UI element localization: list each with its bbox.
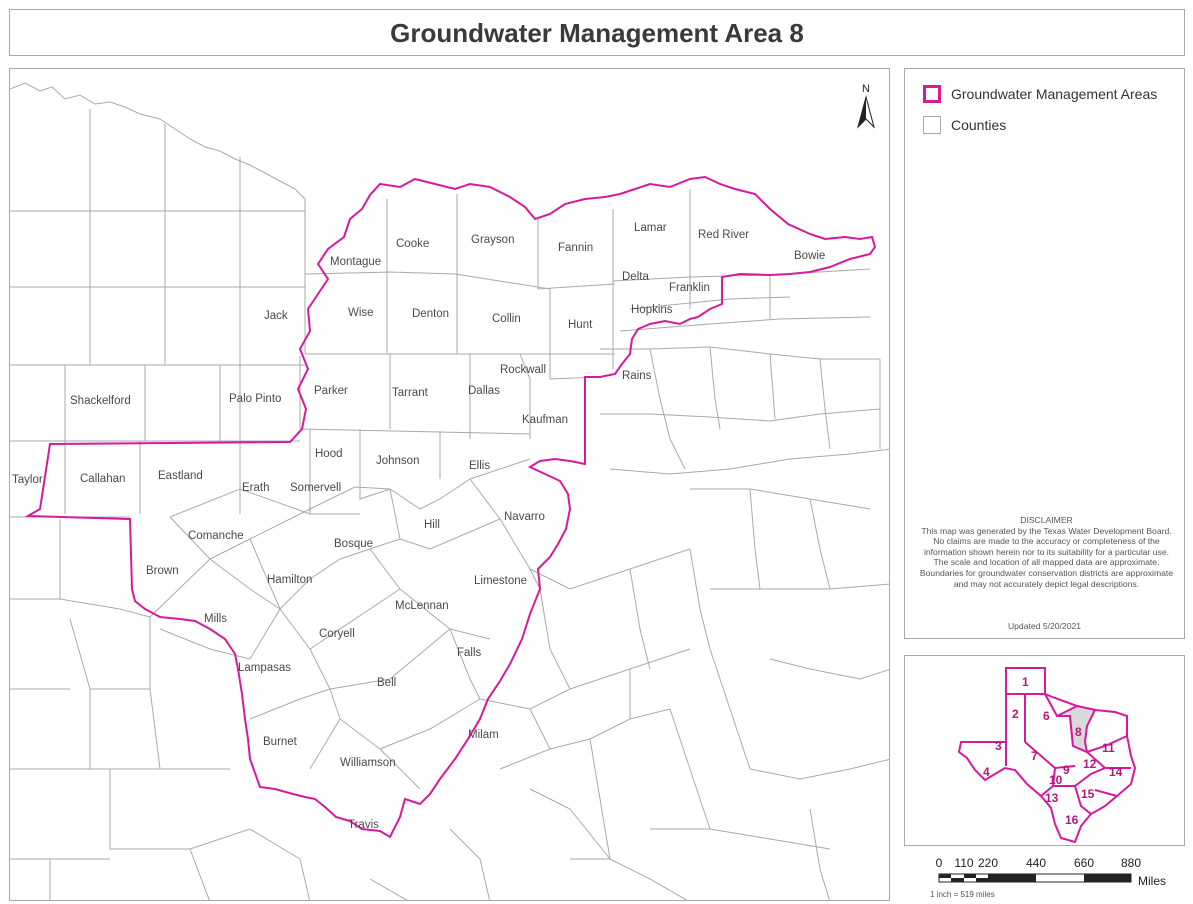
county-label: Delta xyxy=(622,271,649,283)
county-label: Red River xyxy=(698,229,749,241)
county-label: Tarrant xyxy=(392,387,429,399)
county-label: Montague xyxy=(330,256,381,268)
inset-area-label: 7 xyxy=(1031,749,1038,763)
map-title: Groundwater Management Area 8 xyxy=(390,18,804,48)
county-label: Fannin xyxy=(558,242,593,254)
county-label: Mills xyxy=(204,613,227,625)
county-label: Grayson xyxy=(471,234,514,246)
county-label: Somervell xyxy=(290,482,341,494)
inset-area-label: 15 xyxy=(1081,787,1095,801)
county-label: Eastland xyxy=(158,470,203,482)
north-label: N xyxy=(862,83,870,95)
county-swatch-icon xyxy=(923,116,941,134)
county-lines xyxy=(10,82,889,900)
legend-panel: Groundwater Management Areas Counties DI… xyxy=(904,68,1185,639)
county-label: Taylor xyxy=(12,474,43,486)
inset-area-label: 8 xyxy=(1075,725,1082,739)
county-label: Cooke xyxy=(396,238,429,250)
county-label: Erath xyxy=(242,482,270,494)
scale-tick-label: 440 xyxy=(1025,856,1047,870)
county-label: Franklin xyxy=(669,282,710,294)
gma-boundary xyxy=(24,175,877,839)
county-label: Williamson xyxy=(340,757,396,769)
scale-note: 1 inch = 519 miles xyxy=(930,890,995,899)
county-label: Johnson xyxy=(376,455,419,467)
county-label: Milam xyxy=(468,729,499,741)
county-label: Denton xyxy=(412,308,449,320)
legend-label: Counties xyxy=(951,117,1007,133)
disclaimer-title: DISCLAIMER xyxy=(1020,515,1073,525)
legend-item-counties: Counties xyxy=(923,116,1006,134)
scale-tick-label: 110 xyxy=(954,856,974,870)
county-label: Lampasas xyxy=(238,662,291,674)
updated-date: Updated 5/20/2021 xyxy=(1007,621,1082,631)
county-label: Jack xyxy=(264,310,288,322)
county-label: Callahan xyxy=(80,473,125,485)
county-label: Hamilton xyxy=(267,574,312,586)
texas-gma-outlines xyxy=(957,667,1137,844)
scale-bar: 0 110 220 440 660 880 Miles 1 inch = 519… xyxy=(930,856,1190,902)
county-label: Hopkins xyxy=(631,304,673,316)
county-label: Shackelford xyxy=(70,395,131,407)
inset-area-label: 16 xyxy=(1065,813,1079,827)
inset-area-label: 2 xyxy=(1012,707,1019,721)
county-label: Rockwall xyxy=(500,364,546,376)
county-label: Limestone xyxy=(474,575,527,587)
county-label: Navarro xyxy=(504,511,545,523)
county-label: Coryell xyxy=(319,628,355,640)
scale-tick-label: 660 xyxy=(1073,856,1095,870)
state-line-nw xyxy=(10,82,306,200)
inset-area-label: 10 xyxy=(1049,773,1063,787)
inset-area-label: 4 xyxy=(983,765,990,779)
county-label: Brown xyxy=(146,565,179,577)
legend-item-gma: Groundwater Management Areas xyxy=(923,85,1157,103)
gma-8-highlight xyxy=(1056,704,1097,754)
inset-map: 1 2 6 8 11 3 7 12 4 14 10 9 13 15 16 xyxy=(904,655,1185,846)
scale-tick-label: 0 xyxy=(935,856,943,870)
county-label: Travis xyxy=(348,819,379,831)
north-arrow-icon: N xyxy=(857,83,875,129)
county-label: Rains xyxy=(622,370,652,382)
main-map: N Montague Cooke Grayson Fannin Lamar Re… xyxy=(9,68,890,901)
county-label: Burnet xyxy=(263,736,298,748)
inset-area-label: 1 xyxy=(1022,675,1029,689)
county-label: Hill xyxy=(424,519,440,531)
inset-area-label: 9 xyxy=(1063,763,1070,777)
county-label: McLennan xyxy=(395,600,449,612)
inset-canvas: 1 2 6 8 11 3 7 12 4 14 10 9 13 15 16 xyxy=(957,667,1137,844)
scale-tick-label: 220 xyxy=(977,856,999,870)
disclaimer: DISCLAIMER This map was generated by the… xyxy=(917,515,1176,589)
legend-label: Groundwater Management Areas xyxy=(951,86,1158,102)
county-label: Dallas xyxy=(468,385,500,397)
county-label: Collin xyxy=(492,313,521,325)
county-label: Kaufman xyxy=(522,414,568,426)
inset-area-label: 11 xyxy=(1102,741,1115,755)
county-label: Falls xyxy=(457,647,482,659)
county-label: Hunt xyxy=(568,319,593,331)
inset-area-label: 6 xyxy=(1043,709,1050,723)
county-label: Parker xyxy=(314,385,348,397)
county-label: Palo Pinto xyxy=(229,393,281,405)
title-box: Groundwater Management Area 8 xyxy=(9,9,1185,56)
gma-swatch-icon xyxy=(923,85,941,103)
county-label: Bowie xyxy=(794,250,825,262)
county-label: Hood xyxy=(315,448,343,460)
county-label: Lamar xyxy=(634,222,667,234)
scale-unit-label: Miles xyxy=(1138,874,1167,888)
county-label: Wise xyxy=(348,307,374,319)
county-label: Ellis xyxy=(469,460,490,472)
inset-area-label: 12 xyxy=(1083,757,1097,771)
inset-area-label: 3 xyxy=(995,739,1002,753)
inset-area-label: 14 xyxy=(1109,765,1123,779)
map-canvas: N Montague Cooke Grayson Fannin Lamar Re… xyxy=(10,82,889,900)
county-label: Comanche xyxy=(188,530,244,542)
county-label: Bosque xyxy=(334,538,373,550)
scale-bar-graphic xyxy=(938,873,1132,883)
inset-area-label: 13 xyxy=(1045,791,1059,805)
county-label: Bell xyxy=(377,677,396,689)
scale-tick-label: 880 xyxy=(1120,856,1142,870)
disclaimer-text: This map was generated by the Texas Wate… xyxy=(919,525,1174,589)
